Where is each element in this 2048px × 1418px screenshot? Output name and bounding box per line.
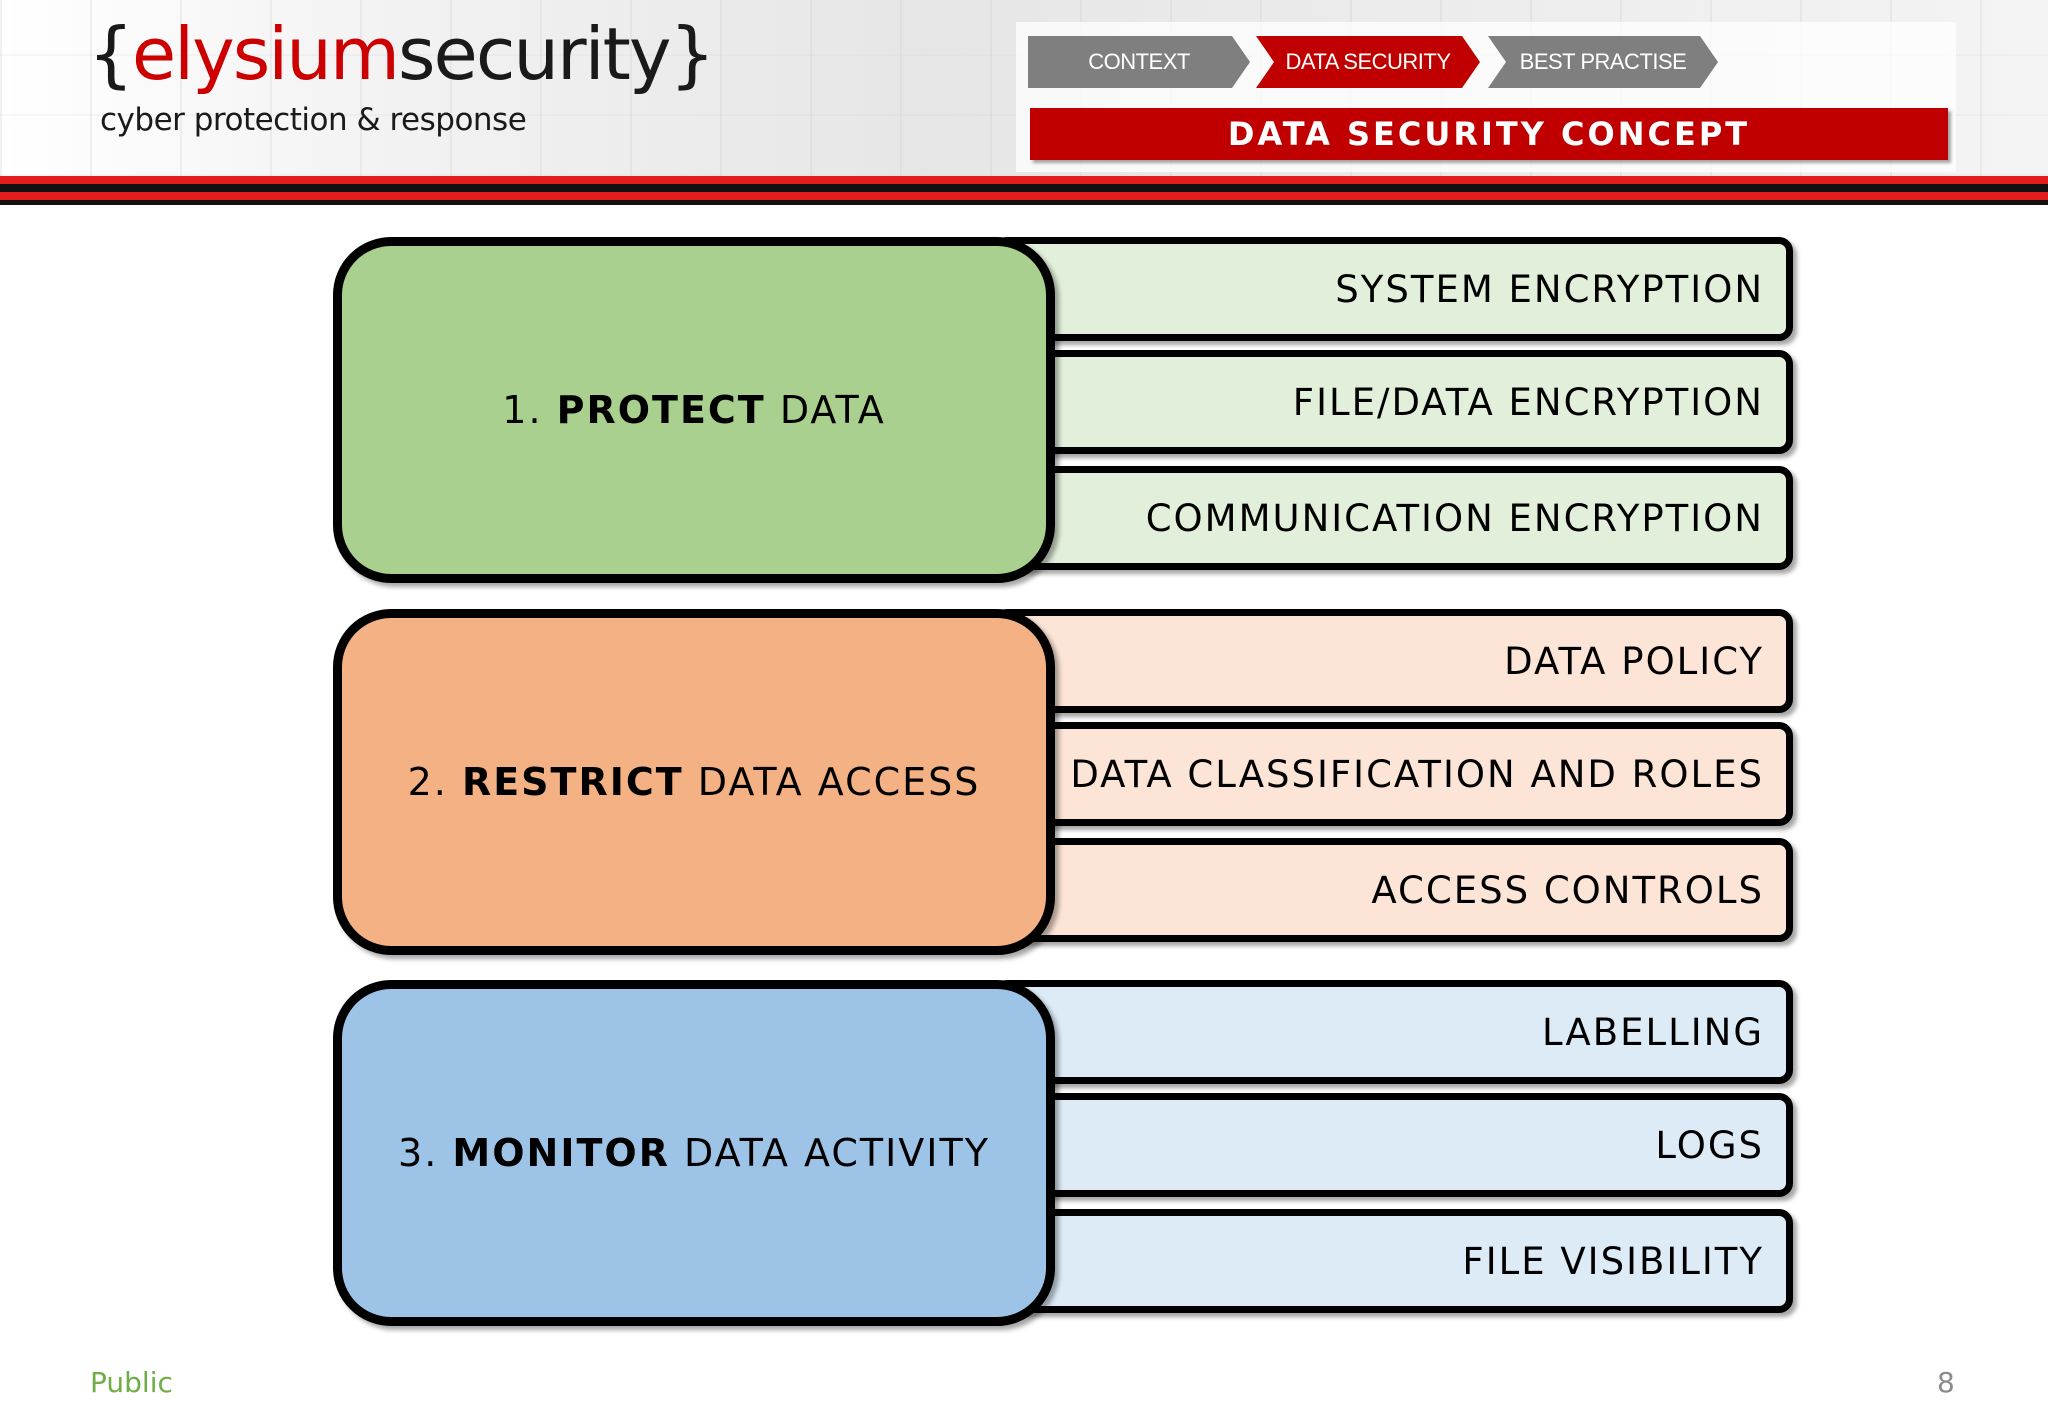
page-number: 8: [1937, 1366, 1955, 1399]
company-tagline: cyber protection & response: [100, 102, 527, 138]
item-labelling: LABELLING: [993, 980, 1793, 1084]
header-divider-red: [0, 176, 2048, 184]
group-protect-data: SYSTEM ENCRYPTION FILE/DATA ENCRYPTION C…: [333, 237, 1805, 585]
group-keyword: MONITOR: [452, 1131, 670, 1175]
item-access-controls: ACCESS CONTROLS: [993, 838, 1793, 942]
group-number: 2.: [407, 760, 448, 804]
group-number: 3.: [398, 1131, 439, 1175]
item-data-classification-and-roles: DATA CLASSIFICATION AND ROLES: [993, 722, 1793, 826]
header-divider-black: [0, 184, 2048, 192]
item-file-visibility: FILE VISIBILITY: [993, 1209, 1793, 1313]
group-keyword: RESTRICT: [461, 760, 684, 804]
item-file-data-encryption: FILE/DATA ENCRYPTION: [993, 350, 1793, 454]
logo-brace-open: {: [88, 12, 134, 96]
main-box-monitor-data-activity: 3. MONITOR DATA ACTIVITY: [333, 980, 1055, 1326]
breadcrumb-context[interactable]: CONTEXT: [1028, 36, 1250, 88]
section-title-bar: DATA SECURITY CONCEPT: [1030, 108, 1948, 160]
header-divider-black-2: [0, 200, 2048, 205]
item-logs: LOGS: [993, 1093, 1793, 1197]
main-box-protect-data: 1. PROTECT DATA: [333, 237, 1055, 583]
breadcrumb-best-practise[interactable]: BEST PRACTISE: [1488, 36, 1718, 88]
logo-brand-part1: elysium: [131, 12, 400, 96]
group-keyword: PROTECT: [556, 388, 766, 432]
group-number: 1.: [502, 388, 543, 432]
item-data-policy: DATA POLICY: [993, 609, 1793, 713]
item-communication-encryption: COMMUNICATION ENCRYPTION: [993, 466, 1793, 570]
group-rest: DATA ACCESS: [697, 760, 981, 804]
logo-brand-part2: security: [398, 12, 671, 96]
slide-header: {elysiumsecurity} cyber protection & res…: [0, 0, 2048, 176]
group-restrict-data-access: DATA POLICY DATA CLASSIFICATION AND ROLE…: [333, 609, 1805, 957]
breadcrumb-data-security[interactable]: DATA SECURITY: [1256, 36, 1480, 88]
group-monitor-data-activity: LABELLING LOGS FILE VISIBILITY 3. MONITO…: [333, 980, 1805, 1328]
logo-brace-close: }: [669, 12, 716, 96]
company-logo: {elysiumsecurity}: [88, 18, 715, 90]
item-system-encryption: SYSTEM ENCRYPTION: [993, 237, 1793, 341]
classification-label: Public: [90, 1366, 173, 1399]
group-rest: DATA: [779, 388, 886, 432]
group-rest: DATA ACTIVITY: [684, 1131, 990, 1175]
main-box-restrict-data-access: 2. RESTRICT DATA ACCESS: [333, 609, 1055, 955]
